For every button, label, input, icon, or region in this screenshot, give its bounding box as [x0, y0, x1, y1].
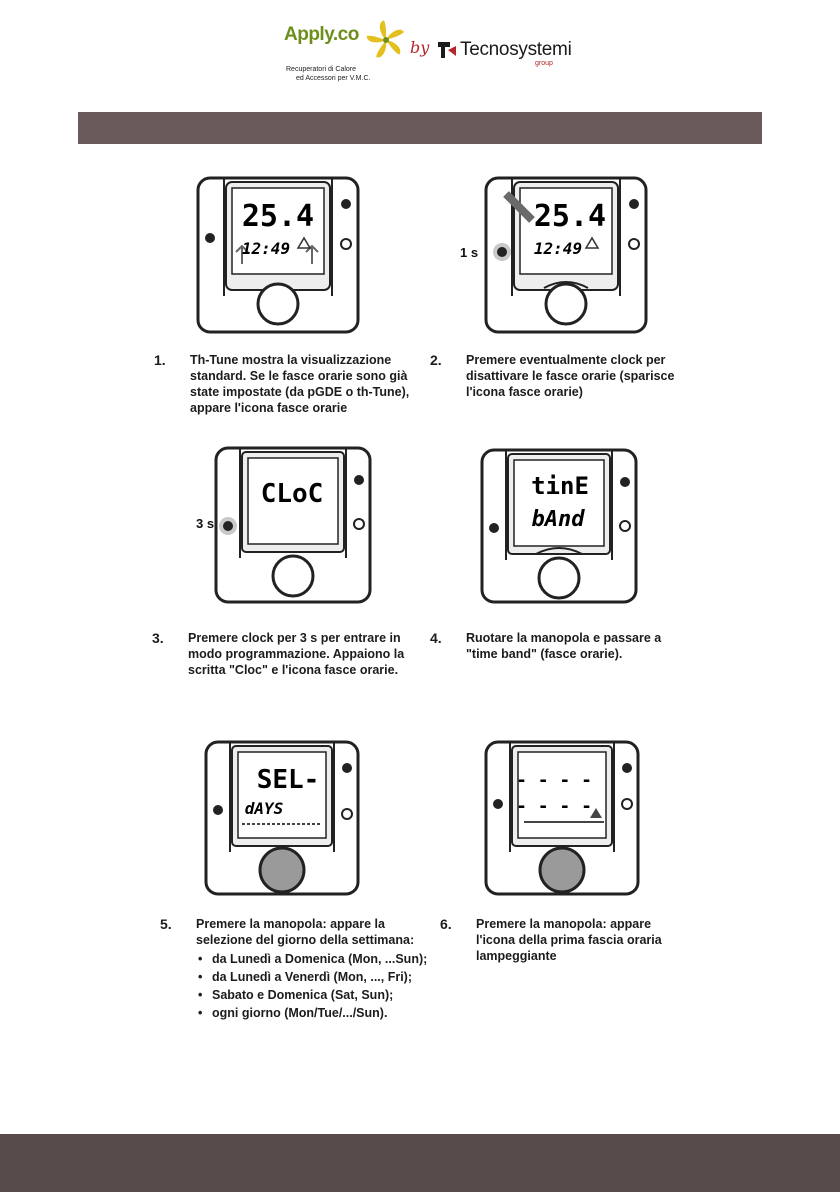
section-title-bar: [78, 112, 762, 144]
step-text: Premere clock per 3 s per entrare in mod…: [188, 631, 405, 677]
step-text: Premere la manopola: appare la selezione…: [196, 917, 415, 947]
list-item: ogni giorno (Mon/Tue/.../Sun).: [198, 1005, 432, 1021]
knob-icon: [271, 554, 315, 598]
power-icon: [340, 238, 352, 250]
list-item: Sabato e Domenica (Sat, Sun);: [198, 987, 432, 1003]
apply-co-logo: Apply.co Recuperatori di Calore ed Acces…: [276, 14, 408, 90]
step-text: Premere eventualmente clock per disattiv…: [466, 353, 675, 399]
time-band-icon: [296, 236, 312, 249]
page-header: Apply.co Recuperatori di Calore ed Acces…: [0, 8, 840, 90]
time-band-icon: [584, 236, 600, 249]
step-number: 6.: [440, 916, 452, 932]
clock-button-icon: [223, 521, 233, 531]
press-duration-label: 1 s: [460, 245, 479, 260]
clock-button-icon: [497, 247, 507, 257]
list-item: da Lunedì a Domenica (Mon, ...Sun);: [198, 951, 432, 967]
screen-line-1: - - - -: [516, 770, 592, 791]
power-icon: [628, 238, 640, 250]
thermostat-figure-6: - - - - - - - -: [484, 740, 640, 896]
apply-co-wordmark: Apply.co: [284, 24, 359, 45]
pointer-arrow-icon: [503, 191, 535, 223]
knob-icon: [537, 556, 581, 600]
step-number: 1.: [154, 352, 166, 368]
rotate-arrow-icon: [543, 281, 589, 289]
brand-name: Tecnosystemi: [460, 39, 572, 60]
thermostat-device: CLoC: [214, 446, 372, 604]
screen-line-1: tinE: [531, 472, 589, 500]
screen-line-1: 25.4: [242, 199, 314, 234]
power-icon: [619, 520, 631, 532]
logo-tagline-1: Recuperatori di Calore: [286, 66, 357, 73]
step-number: 4.: [430, 630, 442, 646]
thermostat-figure-2: 25.4 12:49: [484, 176, 648, 334]
step-text: Th-Tune mostra la visualizzazione standa…: [190, 353, 410, 415]
rotate-arrow-icon: [535, 547, 583, 555]
thermostat-device: 25.4 12:49: [484, 176, 648, 334]
thermostat-figure-4: tinE bAnd: [480, 448, 638, 604]
arrow-up-icon: [235, 244, 319, 264]
brand-sub: group: [535, 60, 553, 67]
step-text: Ruotare la manopola e passare a "time ba…: [466, 631, 662, 661]
thermostat-figure-1: 25.4 12:49: [196, 176, 360, 334]
tecnosystemi-mark-icon: [438, 42, 456, 58]
step-number: 5.: [160, 916, 172, 932]
screen-line-1: 25.4: [534, 199, 606, 234]
time-band-icon: [590, 808, 602, 818]
thermostat-device: tinE bAnd: [480, 448, 638, 604]
step-number: 3.: [152, 630, 164, 646]
screen-line-2: dAYS: [245, 799, 284, 818]
logo-tagline-2: ed Accessori per V.M.C.: [296, 75, 371, 82]
screen-line-1: CLoC: [261, 479, 324, 509]
footer-bar: [0, 1134, 840, 1192]
step-text: Premere la manopola: appare l'icona dell…: [476, 917, 662, 963]
list-item: da Lunedì a Venerdì (Mon, ..., Fri);: [198, 969, 432, 985]
screen-line-2: 12:49: [242, 239, 290, 258]
left-button-icon: [205, 233, 215, 243]
press-duration-label: 3 s: [196, 516, 215, 531]
step-number: 2.: [430, 352, 442, 368]
knob-icon: [256, 282, 300, 326]
thermostat-figure-5: SEL- dAYS: [204, 740, 360, 896]
screen-line-2: - - - -: [516, 796, 592, 817]
screen-line-2: 12:49: [534, 239, 582, 258]
screen-line-1: SEL-: [257, 765, 320, 795]
knob-pressed-icon: [258, 846, 306, 894]
power-icon: [353, 518, 365, 530]
fan-icon: [366, 20, 404, 58]
thermostat-device: - - - - - - - -: [484, 740, 640, 896]
knob-pressed-icon: [538, 846, 586, 894]
step-text-block: Premere la manopola: appare la selezione…: [196, 916, 432, 1023]
screen-line-2: bAnd: [532, 507, 586, 532]
by-label: by: [410, 38, 430, 57]
power-icon: [341, 808, 353, 820]
weekday-options-list: da Lunedì a Domenica (Mon, ...Sun); da L…: [196, 951, 432, 1021]
knob-icon: [544, 282, 588, 326]
thermostat-figure-3: CLoC: [214, 446, 372, 604]
thermostat-device: 25.4 12:49: [196, 176, 360, 334]
thermostat-device: SEL- dAYS: [204, 740, 360, 896]
